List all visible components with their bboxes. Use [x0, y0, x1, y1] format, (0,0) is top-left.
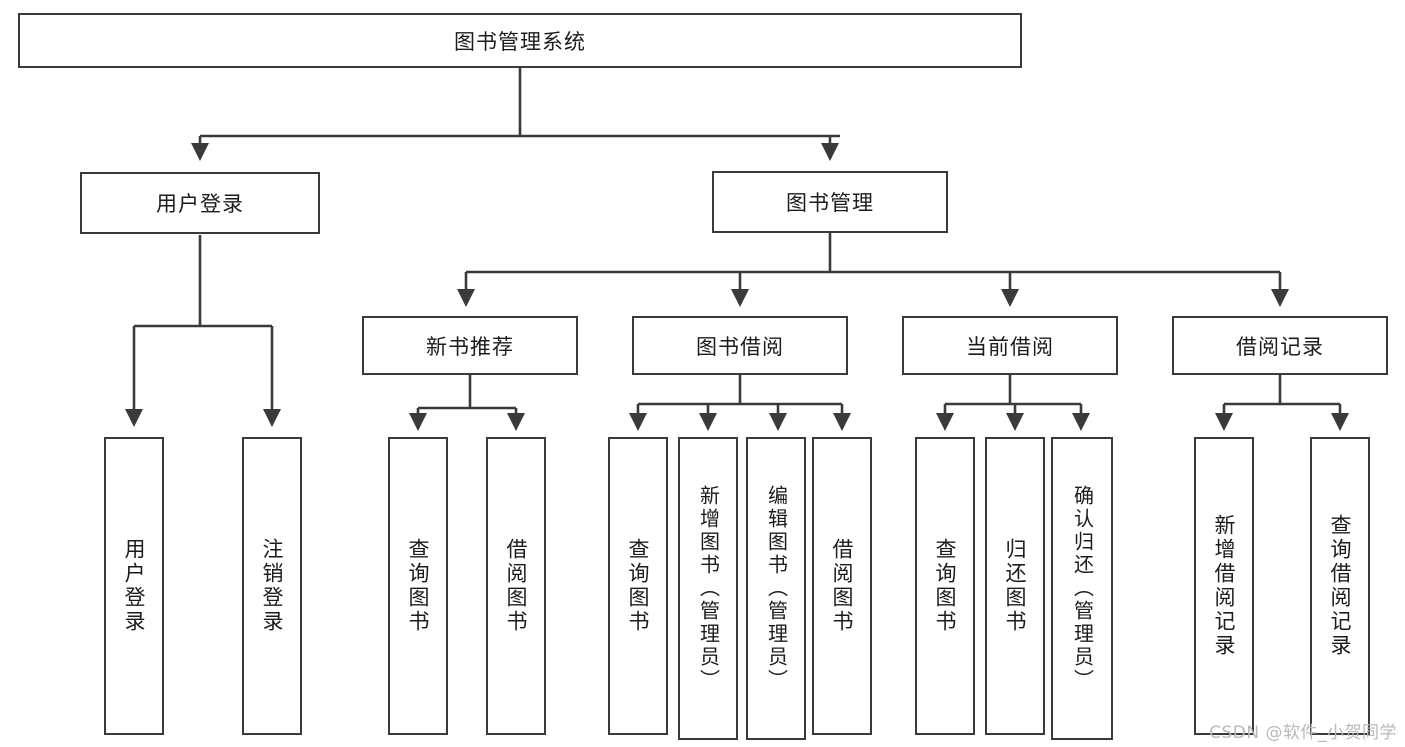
node-new-book-recommend[interactable]: 新书推荐	[362, 316, 578, 375]
leaf-return-book-label: 归还图书	[1003, 538, 1028, 634]
leaf-user-login-label: 用户登录	[122, 538, 147, 634]
leaf-query-book-borrow-label: 查询图书	[626, 538, 651, 634]
leaf-logout[interactable]: 注销登录	[242, 437, 302, 735]
node-borrow-record[interactable]: 借阅记录	[1172, 316, 1388, 375]
leaf-add-borrow-record[interactable]: 新增借阅记录	[1194, 437, 1254, 735]
leaf-add-book-admin-label: 新增图书（管理员）	[696, 485, 721, 692]
leaf-edit-book-admin[interactable]: 编辑图书（管理员）	[746, 437, 806, 740]
leaf-return-book[interactable]: 归还图书	[985, 437, 1045, 735]
node-book-management[interactable]: 图书管理	[712, 171, 948, 233]
leaf-add-book-admin[interactable]: 新增图书（管理员）	[678, 437, 738, 740]
leaf-borrow-book-recommend-label: 借阅图书	[504, 538, 529, 634]
leaf-query-book-borrow[interactable]: 查询图书	[608, 437, 668, 735]
node-book-borrow-label: 图书借阅	[696, 334, 784, 359]
node-book-borrow[interactable]: 图书借阅	[632, 316, 848, 375]
node-user-login-label: 用户登录	[156, 192, 244, 216]
leaf-query-borrow-record[interactable]: 查询借阅记录	[1310, 437, 1370, 735]
leaf-query-borrow-record-label: 查询借阅记录	[1328, 514, 1353, 658]
leaf-confirm-return-admin[interactable]: 确认归还（管理员）	[1051, 437, 1113, 740]
leaf-query-book-current-label: 查询图书	[933, 538, 958, 634]
leaf-query-book-current[interactable]: 查询图书	[915, 437, 975, 735]
csdn-watermark: CSDN @软件_小贺同学	[1209, 723, 1397, 743]
node-root-label: 图书管理系统	[454, 29, 586, 54]
leaf-borrow-book-borrow[interactable]: 借阅图书	[812, 437, 872, 735]
node-book-management-label: 图书管理	[786, 191, 874, 215]
node-new-book-recommend-label: 新书推荐	[426, 334, 514, 359]
leaf-query-book-recommend-label: 查询图书	[406, 538, 431, 634]
leaf-logout-label: 注销登录	[260, 538, 285, 634]
leaf-borrow-book-recommend[interactable]: 借阅图书	[486, 437, 546, 735]
leaf-confirm-return-admin-label: 确认归还（管理员）	[1070, 485, 1095, 692]
node-borrow-record-label: 借阅记录	[1236, 334, 1324, 359]
node-current-borrow-label: 当前借阅	[966, 334, 1054, 359]
leaf-user-login[interactable]: 用户登录	[104, 437, 164, 735]
node-current-borrow[interactable]: 当前借阅	[902, 316, 1118, 375]
leaf-borrow-book-borrow-label: 借阅图书	[830, 538, 855, 634]
leaf-add-borrow-record-label: 新增借阅记录	[1212, 514, 1237, 658]
leaf-query-book-recommend[interactable]: 查询图书	[388, 437, 448, 735]
node-user-login[interactable]: 用户登录	[80, 172, 320, 234]
node-root[interactable]: 图书管理系统	[18, 13, 1022, 68]
leaf-edit-book-admin-label: 编辑图书（管理员）	[764, 485, 789, 692]
